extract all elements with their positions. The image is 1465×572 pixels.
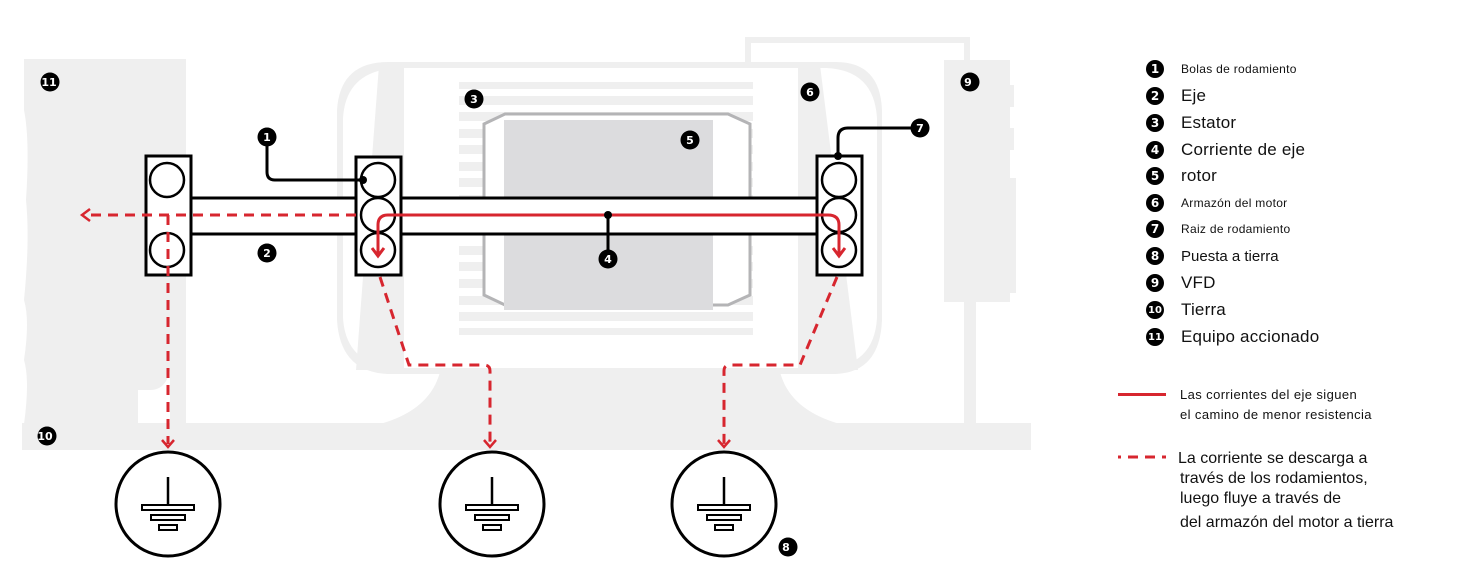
callout-badge-9: 9 (960, 72, 980, 92)
solid-line-text-1: Las corrientes del eje siguen (1180, 387, 1358, 402)
solid-line-swatch (1118, 393, 1166, 396)
legend-label: Tierra (1181, 300, 1226, 319)
legend-label: rotor (1181, 166, 1217, 185)
callout-badge-11: 11 (40, 72, 60, 92)
discharge-paths (84, 213, 839, 444)
svg-text:8: 8 (782, 541, 790, 554)
arrowheads (79, 208, 731, 449)
svg-text:4: 4 (604, 253, 612, 266)
badge-5-icon: 5 (1146, 167, 1164, 185)
legend-item: 11 Equipo accionado (1146, 327, 1319, 347)
vfd-cable (745, 37, 970, 64)
legend-item: 7 Raiz de rodamiento (1146, 220, 1290, 238)
svg-text:1: 1 (263, 131, 271, 144)
badge-6-icon: 6 (1146, 194, 1164, 212)
callout-badge-7: 7 (910, 118, 930, 138)
badge-11-icon: 11 (1146, 328, 1164, 346)
callout-badges: 1 2 3 4 5 6 7 8 9 10 11 (37, 72, 980, 557)
shaft-current-diagram: 1 2 3 4 5 6 7 8 9 10 11 (22, 37, 1031, 558)
legend-item: 4 Corriente de eje (1146, 140, 1305, 160)
legend-label: Puesta a tierra (1181, 247, 1279, 265)
legend-item: 9 VFD (1146, 273, 1216, 293)
ground-symbol-center (438, 450, 546, 558)
legend-item: 6 Armazón del motor (1146, 194, 1287, 212)
legend-item: 5 rotor (1146, 166, 1217, 186)
svg-text:11: 11 (41, 76, 56, 89)
discharge-path-motor-left (378, 276, 492, 444)
badge-7-icon: 7 (1146, 220, 1164, 238)
badge-3-icon: 3 (1146, 114, 1164, 132)
ground-symbol-left (114, 450, 222, 558)
callout-badge-10: 10 (37, 426, 57, 446)
discharge-path-motor-right (722, 276, 839, 444)
ground-bar (22, 423, 1031, 450)
dashed-line-swatch (1118, 455, 1166, 459)
ground-symbol-right (670, 450, 778, 558)
callout-badge-4: 4 (598, 249, 618, 269)
leader-7 (836, 126, 920, 156)
legend-item: 1 Bolas de rodamiento (1146, 60, 1297, 78)
callout-badge-6: 6 (800, 82, 820, 102)
svg-text:3: 3 (470, 93, 478, 106)
legend-label: Corriente de eje (1181, 140, 1306, 159)
dashed-line-text-3: luego fluye a través de (1180, 490, 1341, 507)
motor-base (440, 372, 780, 424)
dashed-line-text-4: del armazón del motor a tierra (1180, 514, 1394, 531)
driven-equipment-shape (24, 59, 186, 424)
callout-badge-1: 1 (257, 127, 277, 147)
svg-text:5: 5 (686, 134, 694, 147)
callout-badge-2: 2 (257, 243, 277, 263)
badge-2-icon: 2 (1146, 87, 1164, 105)
svg-text:2: 2 (263, 247, 271, 260)
badge-4-icon: 4 (1146, 141, 1164, 159)
solid-line-text-2: el camino de menor resistencia (1180, 407, 1372, 422)
vfd-cabinet (944, 60, 1010, 302)
badge-9-icon: 9 (1146, 274, 1164, 292)
ground-symbols (114, 450, 778, 558)
callout-badge-8: 8 (778, 537, 798, 557)
legend-label: Raiz de rodamiento (1181, 222, 1291, 236)
svg-text:7: 7 (916, 122, 924, 135)
legend-label: VFD (1181, 273, 1216, 292)
callout-badge-5: 5 (680, 130, 700, 150)
legend-item: 8 Puesta a tierra (1146, 247, 1279, 265)
leader-1 (265, 137, 363, 182)
svg-text:6: 6 (806, 86, 814, 99)
badge-10-icon: 10 (1146, 301, 1164, 319)
legend-label: Bolas de rodamiento (1181, 62, 1297, 76)
badge-1-icon: 1 (1146, 60, 1164, 78)
legend-item: 2 Eje (1146, 86, 1206, 106)
legend-label: Armazón del motor (1181, 196, 1288, 210)
vfd-leg (964, 300, 976, 424)
legend-label: Estator (1181, 113, 1237, 132)
legend-item: 3 Estator (1146, 113, 1236, 133)
legend-label: Eje (1181, 86, 1207, 105)
legend-item: 10 Tierra (1146, 300, 1226, 320)
callout-badge-3: 3 (464, 89, 484, 109)
svg-text:10: 10 (37, 430, 53, 443)
legend-label: Equipo accionado (1181, 327, 1320, 346)
badge-8-icon: 8 (1146, 247, 1164, 265)
svg-text:9: 9 (964, 76, 972, 89)
dashed-line-text-2: través de los rodamientos, (1180, 470, 1368, 487)
dashed-line-text-1: La corriente se descarga a (1178, 450, 1368, 467)
